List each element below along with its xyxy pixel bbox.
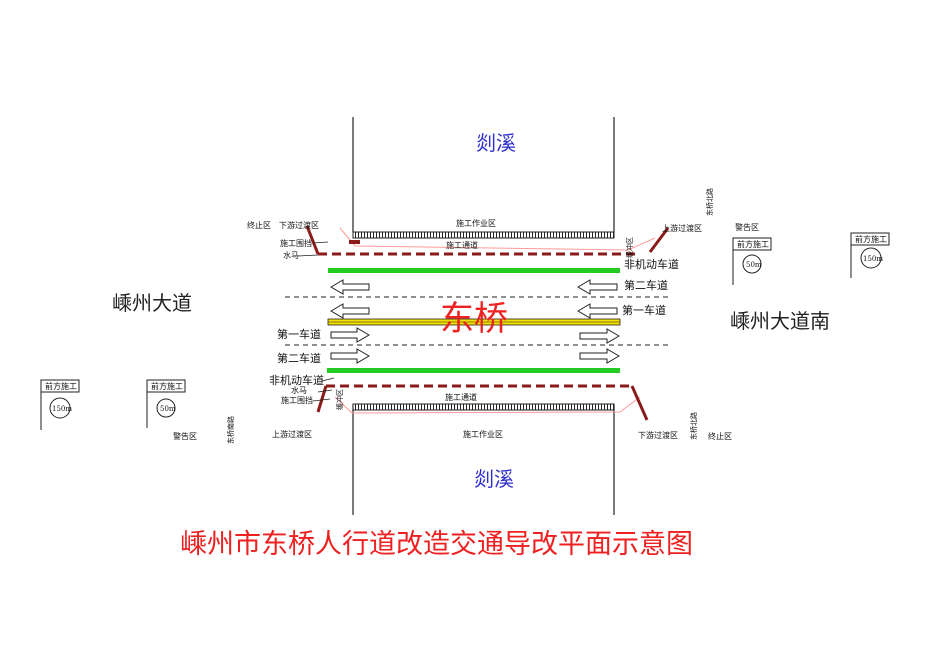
north-street-label: 东桥北路: [705, 188, 714, 216]
south-nonmotor-lane-label: 非机动车道: [269, 373, 324, 387]
south-buffer-label: 缓冲区: [335, 389, 344, 410]
south-lane-two-label: 第二车道: [277, 351, 321, 365]
south-street-label: 东桥南路: [226, 416, 235, 444]
road-east-label: 嵊州大道南: [730, 309, 830, 333]
north-fence-right-diag: [648, 227, 670, 253]
sign-distance: 50m: [746, 261, 762, 269]
sign-header: 前方施工: [151, 381, 183, 391]
arrow-right-icon: [330, 327, 370, 343]
north-end-zone-label: 终止区: [247, 220, 271, 230]
south-fence-label: 施工围挡: [281, 395, 313, 405]
north-downstream-label: 下游过渡区: [279, 220, 319, 230]
arrow-left-icon: [577, 279, 618, 295]
arrows: [330, 279, 620, 364]
north-water-horse-label: 水马: [283, 250, 299, 260]
south-water-horse-label: 水马: [291, 385, 307, 395]
south-fence-left-diag: [316, 385, 328, 413]
south-upstream-label: 上游过渡区: [272, 429, 312, 439]
north-passage-label: 施工通道: [446, 240, 478, 250]
sign-distance: 50m: [160, 405, 176, 413]
south-lane-one-label: 第一车道: [277, 327, 321, 341]
north-green-divider: [328, 268, 620, 273]
river-north-label: 剡溪: [476, 131, 516, 155]
north-railing: [352, 231, 615, 239]
north-warning-label: 警告区: [735, 222, 759, 232]
north-buffer-label: 缓冲区: [625, 237, 634, 258]
north-fence-label: 施工围挡: [280, 238, 312, 248]
sign-ne-150: 前方施工 150m: [850, 232, 890, 278]
north-taper-line: [339, 227, 656, 251]
river-south-label: 剡溪: [474, 467, 514, 491]
arrow-right-icon: [579, 328, 620, 344]
south-work-zone-label: 施工作业区: [463, 429, 503, 439]
south-warning-label: 警告区: [173, 431, 197, 441]
south-downstream-label: 下游过渡区: [638, 430, 678, 440]
arrow-right-icon: [330, 348, 370, 364]
sign-header: 前方施工: [45, 381, 77, 391]
south-passage-label: 施工通道: [445, 392, 477, 402]
north-lane-one-label: 第一车道: [622, 303, 666, 317]
north-fence-left-diag: [305, 225, 320, 255]
north-upstream-label: 上游过渡区: [662, 223, 702, 233]
sign-header: 前方施工: [737, 239, 769, 249]
south-green-divider: [327, 368, 620, 373]
road-west-label: 嵊州大道: [112, 291, 192, 315]
arrow-right-icon: [579, 348, 620, 364]
arrow-left-icon: [330, 303, 370, 319]
north-work-zone-label: 施工作业区: [456, 218, 496, 228]
south-end-zone-label: 终止区: [708, 431, 732, 441]
south-fence-right-diag: [630, 385, 649, 421]
sign-distance: 150m: [863, 255, 883, 263]
south-railing: [352, 403, 615, 411]
sign-sw-150: 前方施工 150m: [40, 379, 80, 430]
sign-header: 前方施工: [855, 234, 887, 244]
sign-distance: 150m: [52, 405, 72, 413]
north-lane-two-label: 第二车道: [624, 278, 668, 292]
arrow-left-icon: [330, 279, 370, 295]
leader-lines: [297, 241, 335, 402]
sign-ne-50: 前方施工 50m: [732, 237, 772, 285]
south-taper-line: [334, 396, 641, 414]
sign-sw-50: 前方施工 50m: [146, 379, 186, 428]
south-street-label-east: 东桥北路: [689, 412, 698, 440]
diagram-caption: 嵊州市东桥人行道改造交通导改平面示意图: [180, 529, 693, 560]
arrow-left-icon: [577, 303, 618, 319]
bridge-name: 东桥: [440, 299, 508, 339]
north-nonmotor-lane-label: 非机动车道: [624, 257, 679, 271]
